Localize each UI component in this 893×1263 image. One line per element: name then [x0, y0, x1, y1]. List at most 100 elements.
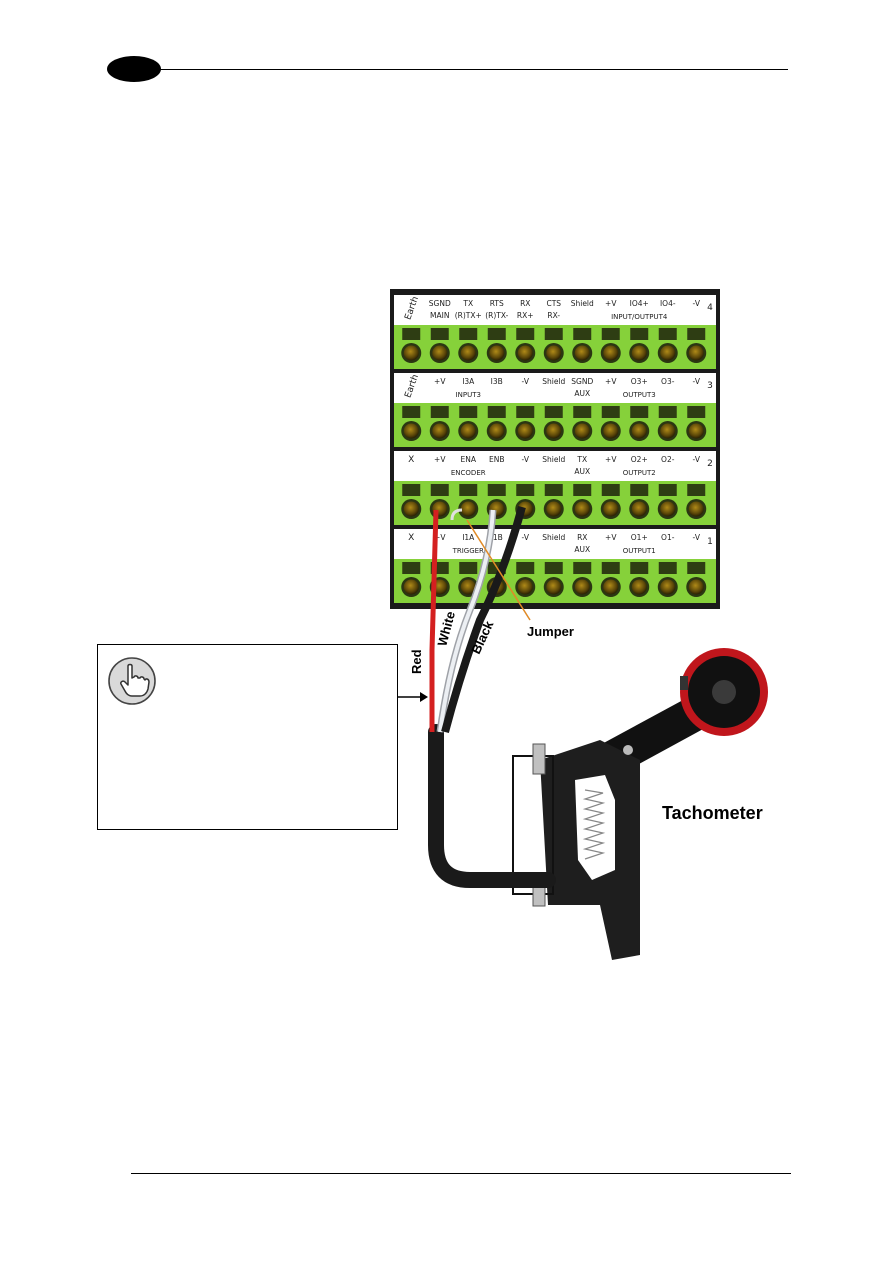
terminal-pin-label: O1- — [661, 533, 675, 542]
black-wire-label: Black — [468, 618, 497, 656]
terminal-pin-label: +V — [434, 455, 446, 464]
group-label: OUTPUT3 — [623, 391, 656, 399]
red-wire-label: Red — [409, 649, 424, 674]
terminal-pin-label: SGND — [429, 299, 451, 308]
screw-head — [631, 579, 647, 595]
terminal-pin-label: +V — [434, 377, 446, 386]
row-number: 4 — [707, 303, 713, 313]
screw-head — [517, 345, 533, 361]
wire-slot — [430, 406, 449, 418]
screw-head — [631, 501, 647, 517]
wire-slot — [630, 328, 649, 340]
terminal-pin-label: O3- — [661, 377, 675, 386]
screw-head — [517, 423, 533, 439]
terminal-pin-sublabel: RX+ — [517, 311, 534, 320]
row-number: 2 — [707, 459, 713, 469]
terminal-pin-label: I3A — [462, 377, 475, 386]
jumper-label: Jumper — [527, 624, 574, 639]
terminal-pin-label: SGND — [571, 377, 593, 386]
wire-slot — [601, 562, 620, 574]
screw-head — [603, 345, 619, 361]
group-label: INPUT/OUTPUT4 — [611, 313, 668, 321]
group-label: ENCODER — [451, 469, 486, 477]
group-label: OUTPUT2 — [623, 469, 656, 477]
screw-head — [460, 345, 476, 361]
terminal-pin-sublabel: AUX — [574, 389, 590, 398]
terminal-pin-sublabel: (R)TX- — [485, 311, 508, 320]
terminal-pin-label: IO4+ — [630, 299, 649, 308]
wire-slot — [573, 328, 592, 340]
terminal-pin-label: +V — [434, 533, 446, 542]
screw-head — [631, 423, 647, 439]
wire-slot — [544, 406, 563, 418]
screw-head — [489, 501, 505, 517]
screw-head — [403, 345, 419, 361]
terminal-pin-label: +V — [605, 455, 617, 464]
screw-head — [660, 345, 676, 361]
screw-head — [403, 423, 419, 439]
terminal-pin-label: O2- — [661, 455, 675, 464]
wire-slot — [430, 484, 449, 496]
terminal-pin-label: Shield — [542, 377, 565, 386]
wire-slot — [516, 562, 535, 574]
terminal-pin-label: -V — [693, 455, 701, 464]
page-tab — [107, 56, 161, 82]
wire-slot — [487, 328, 506, 340]
terminal-pin-label: IO4- — [660, 299, 676, 308]
screw-head — [460, 501, 476, 517]
terminal-pin-label: O2+ — [631, 455, 648, 464]
row-number: 3 — [707, 381, 713, 391]
screw-head — [660, 579, 676, 595]
screw-head — [546, 579, 562, 595]
screw-head — [660, 423, 676, 439]
terminal-pin-label: O3+ — [631, 377, 648, 386]
wire-slot — [459, 484, 478, 496]
wire-slot — [430, 562, 449, 574]
group-label: INPUT3 — [456, 391, 481, 399]
header-rule — [160, 69, 788, 70]
screw-head — [517, 579, 533, 595]
wire-slot — [516, 328, 535, 340]
screw-head — [546, 423, 562, 439]
screw-head — [688, 345, 704, 361]
wire-slot — [487, 484, 506, 496]
terminal-pin-label: I1A — [462, 533, 475, 542]
wire-slot — [630, 406, 649, 418]
screw-head — [603, 423, 619, 439]
wire-slot — [573, 484, 592, 496]
footer-rule — [131, 1173, 791, 1174]
terminal-pin-label: ENA — [461, 455, 477, 464]
screw-head — [432, 579, 448, 595]
cable-sheath — [428, 724, 556, 888]
screw-head — [432, 501, 448, 517]
terminal-pin-label: Shield — [542, 455, 565, 464]
wire-slot — [601, 328, 620, 340]
terminal-pin-sublabel: AUX — [574, 545, 590, 554]
wire-slot — [658, 484, 677, 496]
wire-slot — [402, 562, 421, 574]
wire-slot — [601, 406, 620, 418]
terminal-pin-label: Shield — [542, 533, 565, 542]
row-label-strip — [394, 373, 716, 403]
screw-head — [489, 579, 505, 595]
wire-slot — [487, 562, 506, 574]
note-box — [97, 644, 398, 830]
terminal-pin-label: RX — [577, 533, 587, 542]
terminal-pin-label: -V — [522, 455, 530, 464]
white-wire-label: White — [434, 610, 458, 648]
screw-head — [517, 501, 533, 517]
wire-slot — [658, 562, 677, 574]
terminal-pin-label: +V — [605, 299, 617, 308]
wire-slot — [630, 562, 649, 574]
wire-slot — [402, 484, 421, 496]
terminal-first-label: X — [408, 455, 414, 465]
screw-head — [546, 345, 562, 361]
screw-head — [403, 501, 419, 517]
terminal-pin-label: O1+ — [631, 533, 648, 542]
wire-slot — [601, 484, 620, 496]
